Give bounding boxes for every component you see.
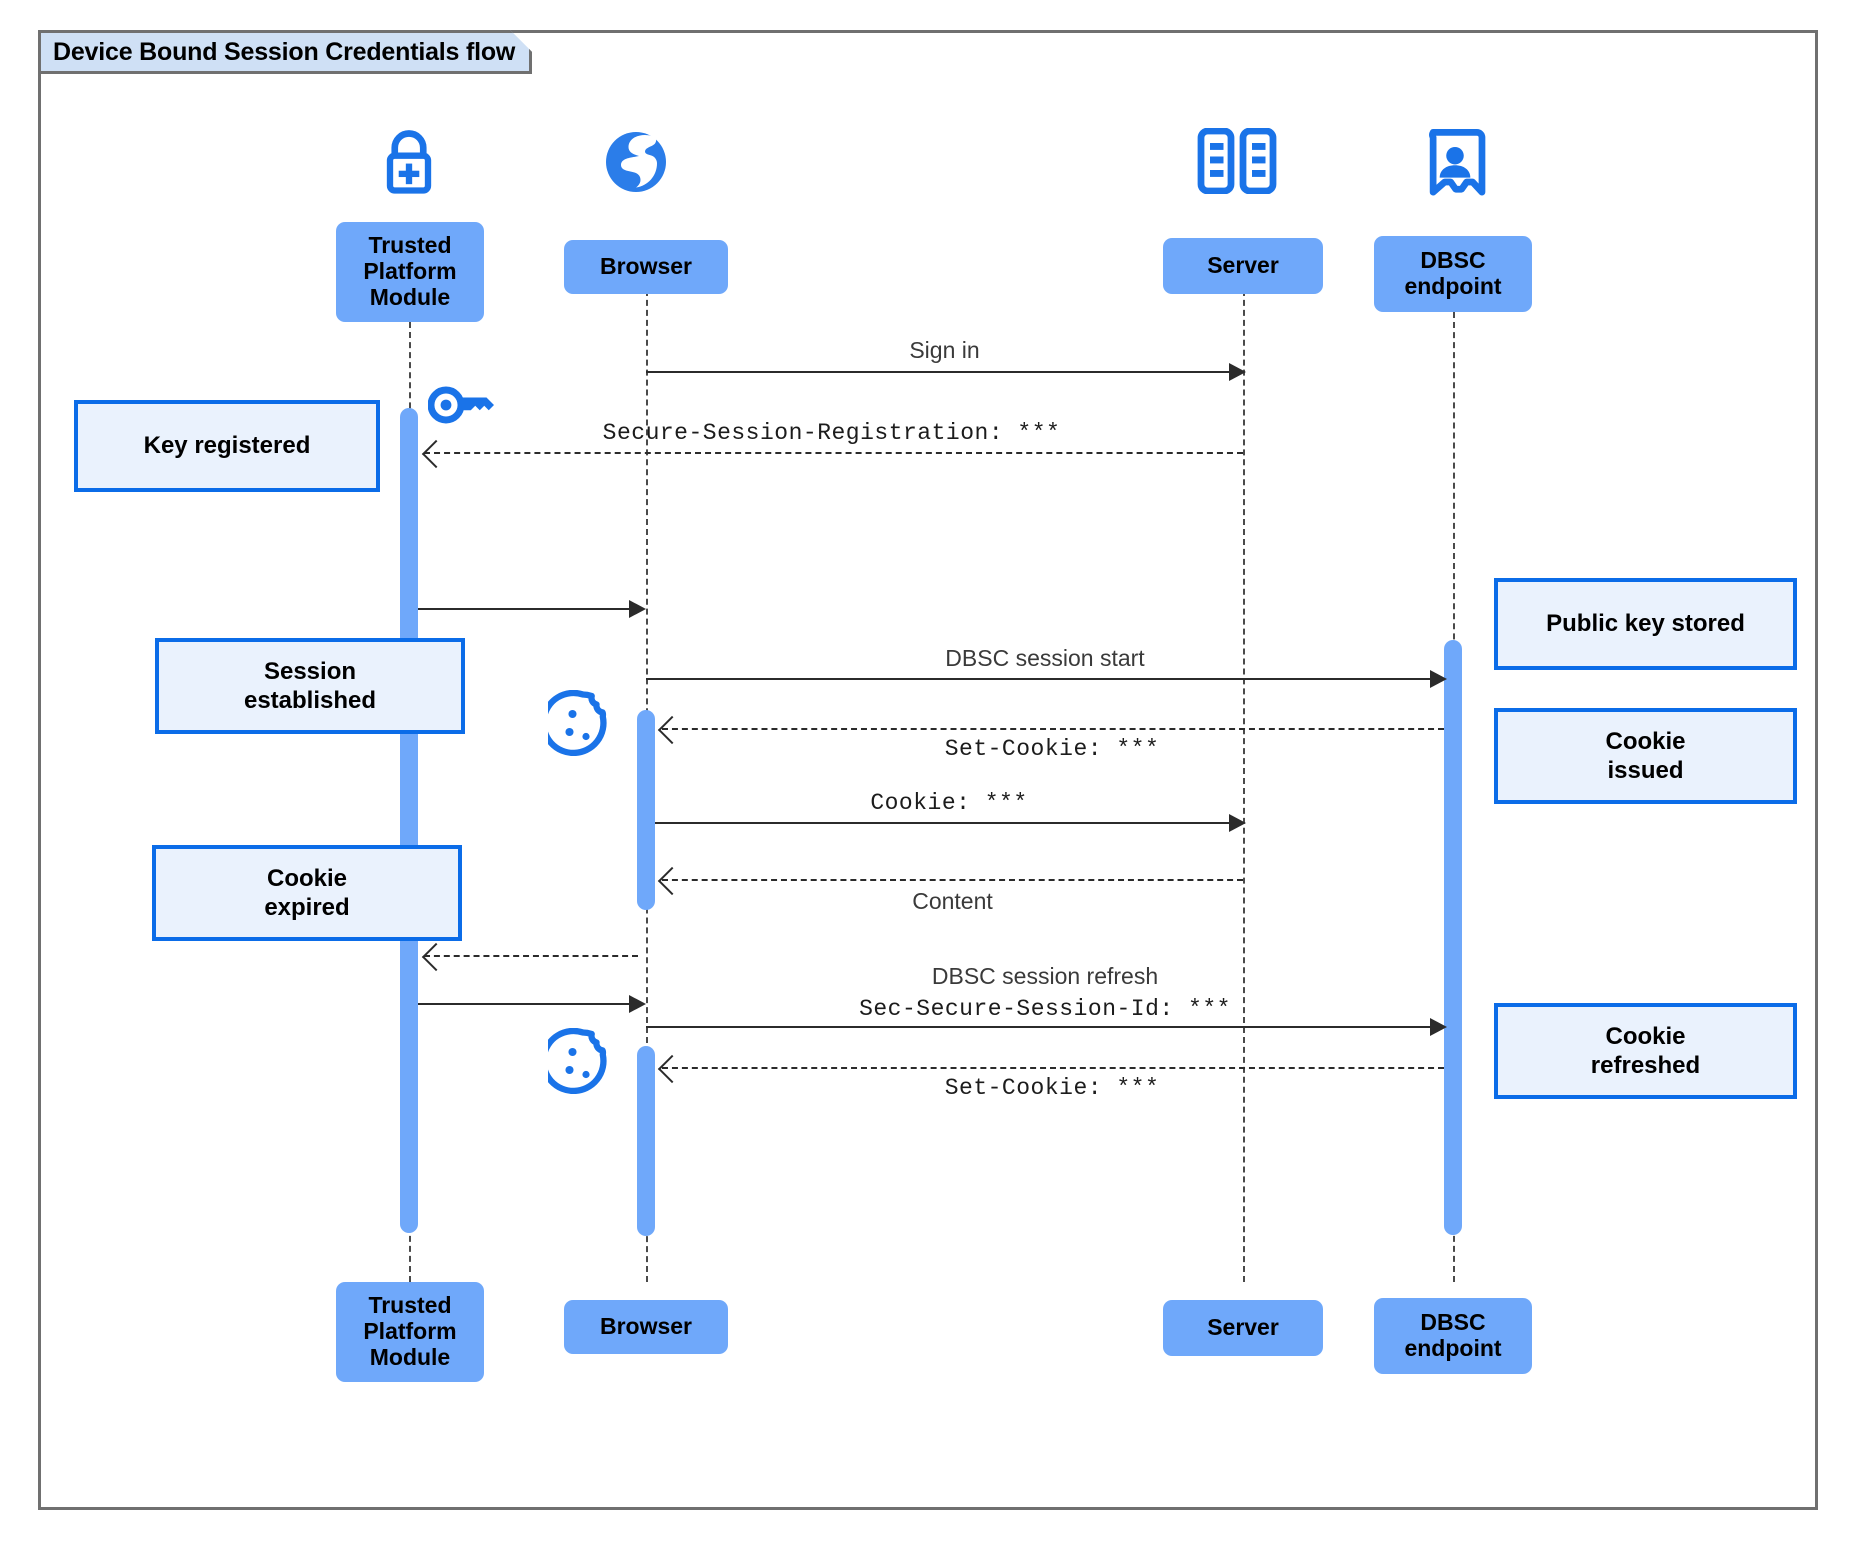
- lifeline-server: [1243, 280, 1245, 1282]
- message-label-dbsc-session-start: DBSC session start: [945, 645, 1145, 671]
- message-line-tpm-to-browser-1: [418, 608, 638, 610]
- participant-server-bottom[interactable]: Server: [1163, 1300, 1323, 1356]
- participant-browser-top[interactable]: Browser: [564, 240, 728, 294]
- activation-bar-browser-2: [637, 1046, 655, 1236]
- message-line-set-cookie-1: [662, 728, 1444, 730]
- participant-dbsc-bottom[interactable]: DBSC endpoint: [1374, 1298, 1532, 1374]
- cookie-icon: [548, 1028, 618, 1094]
- participant-server-top[interactable]: Server: [1163, 238, 1323, 294]
- id-badge-icon: [1424, 128, 1486, 198]
- arrowhead-dbsc-session-refresh: [1430, 1018, 1447, 1036]
- lock-plus-icon: [371, 124, 447, 200]
- message-label-secure-session-registration: Secure-Session-Registration: ***: [602, 420, 1061, 446]
- message-label-dbsc-session-refresh: DBSC session refresh: [931, 963, 1159, 989]
- server-racks-icon: [1196, 128, 1278, 194]
- message-label-content: Content: [912, 888, 993, 914]
- key-icon: [428, 380, 500, 430]
- note-key-registered: Key registered: [74, 400, 380, 492]
- note-cookie-expired: Cookie expired: [152, 845, 462, 941]
- message-line-secure-session-registration: [424, 452, 1243, 454]
- message-label-set-cookie-2: Set-Cookie: ***: [944, 1075, 1160, 1101]
- message-line-set-cookie-2: [662, 1067, 1444, 1069]
- message-line-sign-in: [646, 371, 1234, 373]
- participant-tpm-bottom[interactable]: Trusted Platform Module: [336, 1282, 484, 1382]
- message-label-sign-in: Sign in: [909, 337, 980, 363]
- arrowhead-tpm-to-browser-2: [629, 995, 646, 1013]
- note-cookie-issued: Cookie issued: [1494, 708, 1797, 804]
- message-line-content: [662, 879, 1243, 881]
- message-line-dbsc-session-start: [646, 678, 1436, 680]
- message-line-cookie-request: [655, 822, 1234, 824]
- participant-dbsc-top[interactable]: DBSC endpoint: [1374, 236, 1532, 312]
- arrowhead-cookie-request: [1229, 814, 1246, 832]
- message-label-cookie-request: Cookie: ***: [870, 790, 1028, 816]
- note-session-established: Session established: [155, 638, 465, 734]
- message-label-set-cookie-1: Set-Cookie: ***: [944, 736, 1160, 762]
- cookie-icon: [548, 690, 618, 756]
- diagram-title-tab: Device Bound Session Credentials flow: [38, 30, 532, 74]
- arrowhead-tpm-to-browser-1: [629, 600, 646, 618]
- participant-tpm-top[interactable]: Trusted Platform Module: [336, 222, 484, 322]
- activation-bar-browser-1: [637, 710, 655, 910]
- note-public-key-stored: Public key stored: [1494, 578, 1797, 670]
- activation-bar-dbsc: [1444, 640, 1462, 1235]
- page-title: Device Bound Session Credentials flow: [53, 37, 516, 66]
- message-line-tpm-to-browser-2: [418, 1003, 638, 1005]
- participant-browser-bottom[interactable]: Browser: [564, 1300, 728, 1354]
- note-cookie-refreshed: Cookie refreshed: [1494, 1003, 1797, 1099]
- message-line-dbsc-session-refresh: [646, 1026, 1436, 1028]
- message-line-browser-to-tpm: [424, 955, 638, 957]
- arrowhead-dbsc-session-start: [1430, 670, 1447, 688]
- activation-bar-tpm: [400, 408, 418, 1233]
- message-label-sec-secure-session-id: Sec-Secure-Session-Id: ***: [859, 996, 1231, 1022]
- arrowhead-sign-in: [1229, 363, 1246, 381]
- globe-icon: [600, 126, 672, 198]
